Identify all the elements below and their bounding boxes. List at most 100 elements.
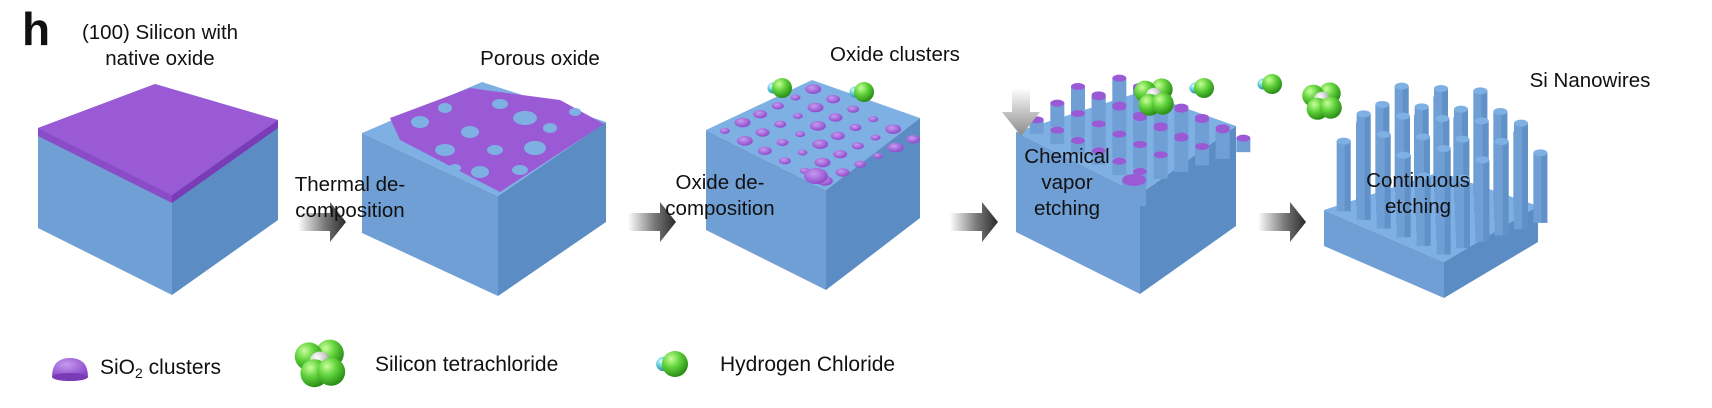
oxide-pore	[461, 126, 479, 138]
block-silicon-native-oxide	[38, 84, 278, 295]
process-arrow	[628, 202, 676, 242]
legend-sicl4-label: Silicon tetrachloride	[375, 353, 559, 376]
oxide-cluster-dot	[792, 112, 803, 119]
pillar-oxide-cap	[1195, 116, 1209, 123]
short-pillar-body	[1071, 113, 1085, 138]
short-pillar-body	[1133, 144, 1147, 169]
chlorine-atom	[1151, 92, 1174, 115]
process-arrow	[950, 202, 998, 242]
native-oxide-edge-front	[38, 128, 172, 203]
pillar-oxide-cap	[1050, 99, 1065, 107]
chlorine-atom	[1194, 78, 1214, 98]
block5-front-face	[1324, 210, 1444, 298]
pillar-oxide-cap	[1091, 93, 1106, 101]
pillar-oxide-cap	[1071, 137, 1085, 144]
chlorine-atom	[317, 357, 346, 386]
nanowire-shade	[1483, 159, 1490, 242]
oxide-cluster-dot	[870, 134, 881, 141]
legend-sio2-icon	[52, 358, 88, 377]
oxide-pore	[492, 99, 508, 109]
short-pillar-body	[1195, 119, 1209, 149]
nanowire-top	[1435, 115, 1450, 122]
oxide-cluster-dot	[809, 121, 826, 131]
pillar-oxide-cap	[1153, 151, 1168, 159]
block1-front-face	[38, 128, 172, 295]
nanowire-top	[1375, 101, 1390, 108]
nanowire-top	[1336, 137, 1351, 145]
pillar-oxide-cap	[1215, 126, 1230, 134]
oxide-cluster-dot	[734, 117, 751, 128]
oxide-cluster-dot	[849, 123, 862, 132]
oxide-cluster-dot	[790, 94, 801, 101]
oxide-cluster-dot	[814, 157, 831, 168]
oxide-cluster-dot	[753, 109, 768, 119]
short-pillar-body	[1050, 130, 1065, 145]
legend-hcl-label: Hydrogen Chloride	[720, 353, 896, 376]
step-label-oxide-line1: Oxide de-	[675, 171, 765, 194]
nanowire-top	[1376, 131, 1391, 138]
nanowire-shade	[1464, 178, 1470, 249]
oxide-cluster-dot	[826, 94, 841, 104]
nanowire-shade	[1541, 152, 1548, 223]
nanowire-top	[1533, 149, 1548, 157]
oxide-cluster-dot	[719, 127, 730, 134]
short-pillar-body	[1215, 129, 1230, 159]
block3-front-face	[706, 130, 826, 290]
oxide-cluster-dot	[795, 131, 806, 138]
oxide-cluster-dot	[778, 157, 791, 165]
pillar-oxide-cap	[1112, 74, 1127, 82]
oxide-pore	[438, 103, 452, 113]
legend-sio2-suffix: clusters	[142, 356, 221, 379]
chlorine-atom	[772, 78, 792, 98]
step-label-continuous-line1: Continuous	[1366, 169, 1470, 192]
block-cve	[1016, 74, 1251, 294]
native-oxide-edge-right	[172, 120, 278, 203]
pillar-oxide-cap	[1133, 141, 1147, 148]
block2-right-face	[498, 122, 606, 296]
pillar-oxide-cap	[1050, 126, 1065, 134]
short-pillar-body	[1174, 138, 1189, 173]
short-pillar-body	[1174, 109, 1189, 139]
oxide-cluster-dot	[805, 84, 822, 94]
gas-flow-down-arrow	[1002, 88, 1040, 136]
nanowire-top	[1456, 174, 1470, 182]
nanowire-top	[1474, 117, 1489, 125]
block-si-nanowires	[1324, 82, 1548, 298]
block3-top-face	[706, 80, 920, 190]
pillar-oxide-cap	[1112, 103, 1127, 111]
short-pillar-body	[1153, 154, 1168, 179]
pillar-oxide-cap	[1112, 130, 1127, 138]
nanowire-top	[1454, 105, 1468, 113]
block3-right-face	[826, 118, 920, 290]
short-pillar-body	[1050, 103, 1065, 128]
nanowire-top	[1493, 108, 1508, 115]
oxide-cluster-dot	[771, 102, 784, 110]
pillar-oxide-cap	[1174, 105, 1189, 113]
oxide-pore	[513, 111, 537, 125]
pillar-oxide-cap	[1174, 134, 1189, 142]
nanowire-top	[1356, 110, 1371, 118]
pillar-oxide-cap	[1091, 120, 1106, 128]
oxide-pore	[435, 144, 455, 156]
short-pillar-body	[1071, 140, 1085, 155]
step-label-cve-line1: Chemical	[1024, 145, 1110, 168]
oxide-pore	[449, 164, 461, 172]
pillar-oxide-cap	[1122, 174, 1146, 186]
oxide-pore	[411, 116, 429, 128]
step-label-continuous-line2: etching	[1384, 195, 1452, 218]
native-oxide-layer	[38, 84, 278, 195]
chlorine-atom	[854, 82, 874, 102]
step-label-thermal-line1: Thermal de-	[294, 173, 406, 196]
block2-front-face	[362, 133, 498, 296]
legend-sio2-sub: 2	[135, 365, 143, 381]
block1-right-face	[172, 120, 278, 295]
chlorine-atom	[662, 351, 688, 377]
chlorine-atom	[1319, 96, 1342, 119]
nanowire-top	[1473, 87, 1488, 95]
pillar-oxide-cap	[1195, 143, 1209, 150]
oxide-cluster-dot	[868, 116, 879, 123]
nanowire-top	[1434, 85, 1448, 92]
legend-sio2-prefix: SiO	[100, 356, 136, 379]
short-pillar-body	[1029, 119, 1044, 134]
